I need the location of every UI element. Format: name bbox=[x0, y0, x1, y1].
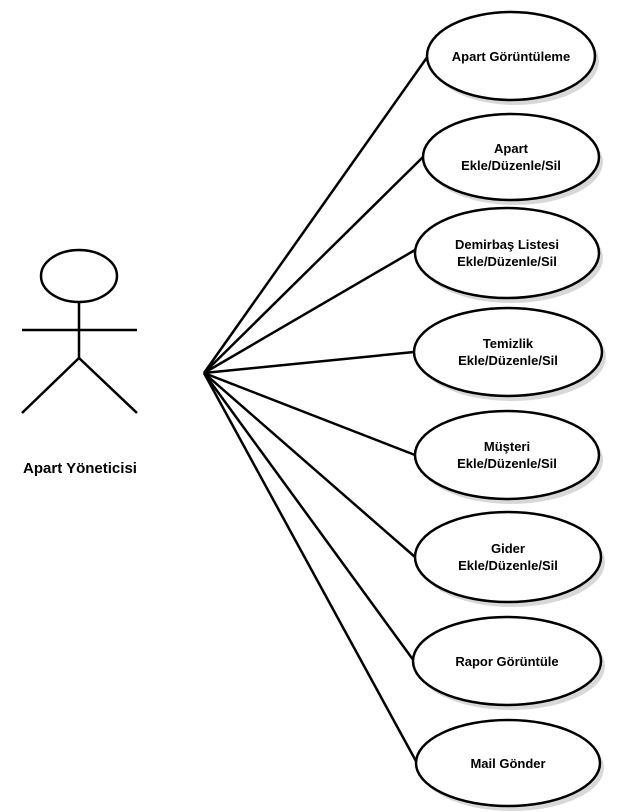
association-line bbox=[203, 372, 416, 558]
use-case-ellipse bbox=[421, 112, 601, 202]
use-case-ellipse bbox=[413, 510, 603, 604]
use-case-label-line: Rapor Görüntüle bbox=[455, 653, 559, 669]
association-line bbox=[203, 371, 416, 457]
use-case-label: Apart Görüntüleme bbox=[427, 12, 595, 100]
actor-head bbox=[39, 248, 119, 304]
use-case-ellipse bbox=[425, 10, 597, 102]
use-case-label: Mail Gönder bbox=[416, 720, 600, 806]
actor-left-leg bbox=[21, 357, 80, 414]
association-line bbox=[202, 55, 430, 374]
association-line bbox=[203, 156, 424, 374]
use-case-label-line: Müşteri bbox=[483, 439, 531, 454]
use-case-ellipse bbox=[414, 718, 602, 808]
association-line bbox=[202, 372, 419, 764]
use-case-label-line: Mail Gönder bbox=[470, 755, 546, 771]
association-line bbox=[203, 350, 415, 375]
use-case-label-line: Apart bbox=[494, 141, 528, 156]
use-case-label-line: Ekle/Düzenle/Sil bbox=[457, 456, 557, 471]
use-case-ellipses bbox=[411, 10, 606, 811]
use-case-label-line: Gider bbox=[491, 541, 525, 556]
use-case-label-line: Ekle/Düzenle/Sil bbox=[458, 353, 558, 368]
use-case-label: Rapor Görüntüle bbox=[413, 617, 601, 705]
association-line bbox=[202, 372, 416, 662]
use-case-label-line: Temizlik bbox=[482, 336, 534, 351]
actor-name: Apart Yöneticisi bbox=[23, 460, 137, 477]
use-case-ellipse bbox=[413, 409, 601, 501]
use-case-ellipse bbox=[412, 306, 604, 398]
actor-right-leg bbox=[78, 357, 138, 414]
use-case-label-line: Demirbaş Listesi bbox=[454, 237, 560, 252]
association-line bbox=[203, 248, 416, 375]
use-case-label-line: Ekle/Düzenle/Sil bbox=[461, 158, 561, 173]
associations bbox=[202, 55, 430, 764]
use-case-ellipse bbox=[413, 206, 601, 300]
actor-figure bbox=[21, 248, 138, 414]
use-case-ellipse bbox=[411, 615, 603, 707]
use-case-label-line: Apart Görüntüleme bbox=[451, 48, 571, 64]
use-case-label-line: Ekle/Düzenle/Sil bbox=[458, 558, 558, 573]
use-case-label-line: Ekle/Düzenle/Sil bbox=[457, 254, 557, 269]
